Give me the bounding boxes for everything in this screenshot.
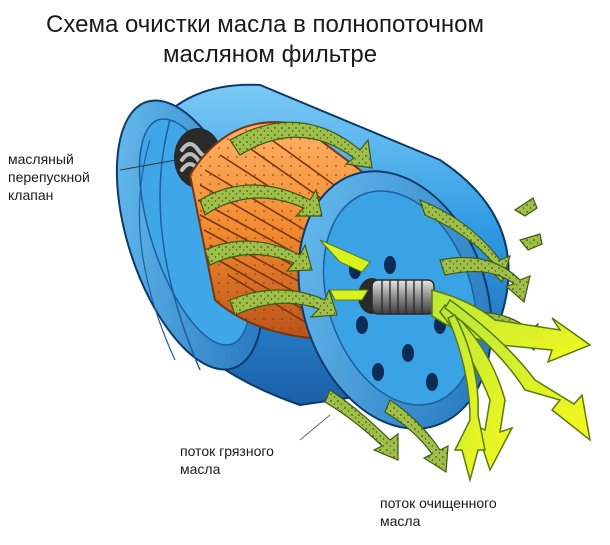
inner-clean-flow <box>319 239 371 301</box>
title-line-2: масляном фильтре <box>162 41 378 68</box>
clean-oil-label: поток очищенного масла <box>380 494 497 530</box>
threaded-outlet <box>358 278 435 315</box>
bypass-valve-label-line-1: масляный <box>8 151 74 167</box>
bypass-valve-label-line-2: перепускной <box>8 169 90 185</box>
bypass-valve-label: масляный перепускной клапан <box>8 150 90 204</box>
clean-oil-flow <box>431 289 592 483</box>
clean-oil-label-line-1: поток очищенного <box>380 495 497 511</box>
title-line-1: Схема очистки масла в полнопоточном <box>46 11 484 38</box>
clean-oil-label-line-2: масла <box>380 513 421 529</box>
diagram-title: Схема очистки масла в полнопоточном масл… <box>0 10 530 70</box>
dirty-oil-leader <box>299 414 331 441</box>
dirty-oil-label: поток грязного масла <box>180 442 274 478</box>
dirty-oil-label-line-2: масла <box>180 461 221 477</box>
bypass-valve-label-line-3: клапан <box>8 187 54 203</box>
dirty-oil-label-line-1: поток грязного <box>180 443 274 459</box>
